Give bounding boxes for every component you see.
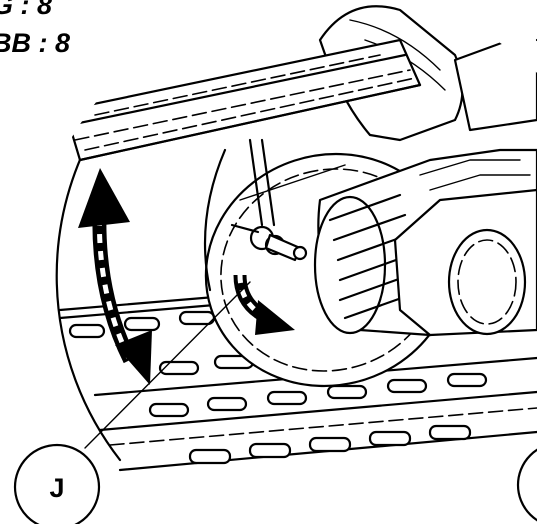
slot-row-4 xyxy=(188,424,472,465)
height-adjustment-arrow xyxy=(78,168,152,385)
callout-j-label: J xyxy=(49,473,64,503)
rotation-arrow xyxy=(233,274,295,335)
motor-housing xyxy=(313,148,537,337)
slot-row-1 xyxy=(68,310,216,339)
upper-rail xyxy=(63,38,422,162)
callout-j: J xyxy=(13,443,101,524)
figure-reference-line-1: G : 8 xyxy=(0,0,52,20)
callout-leader-line xyxy=(84,281,251,449)
guard-arm xyxy=(239,138,346,227)
callout-circle-cropped xyxy=(516,448,537,522)
figure-reference-line-2: BB : 8 xyxy=(0,28,70,58)
clamp-knob xyxy=(230,223,308,262)
slot-row-3 xyxy=(148,372,488,418)
